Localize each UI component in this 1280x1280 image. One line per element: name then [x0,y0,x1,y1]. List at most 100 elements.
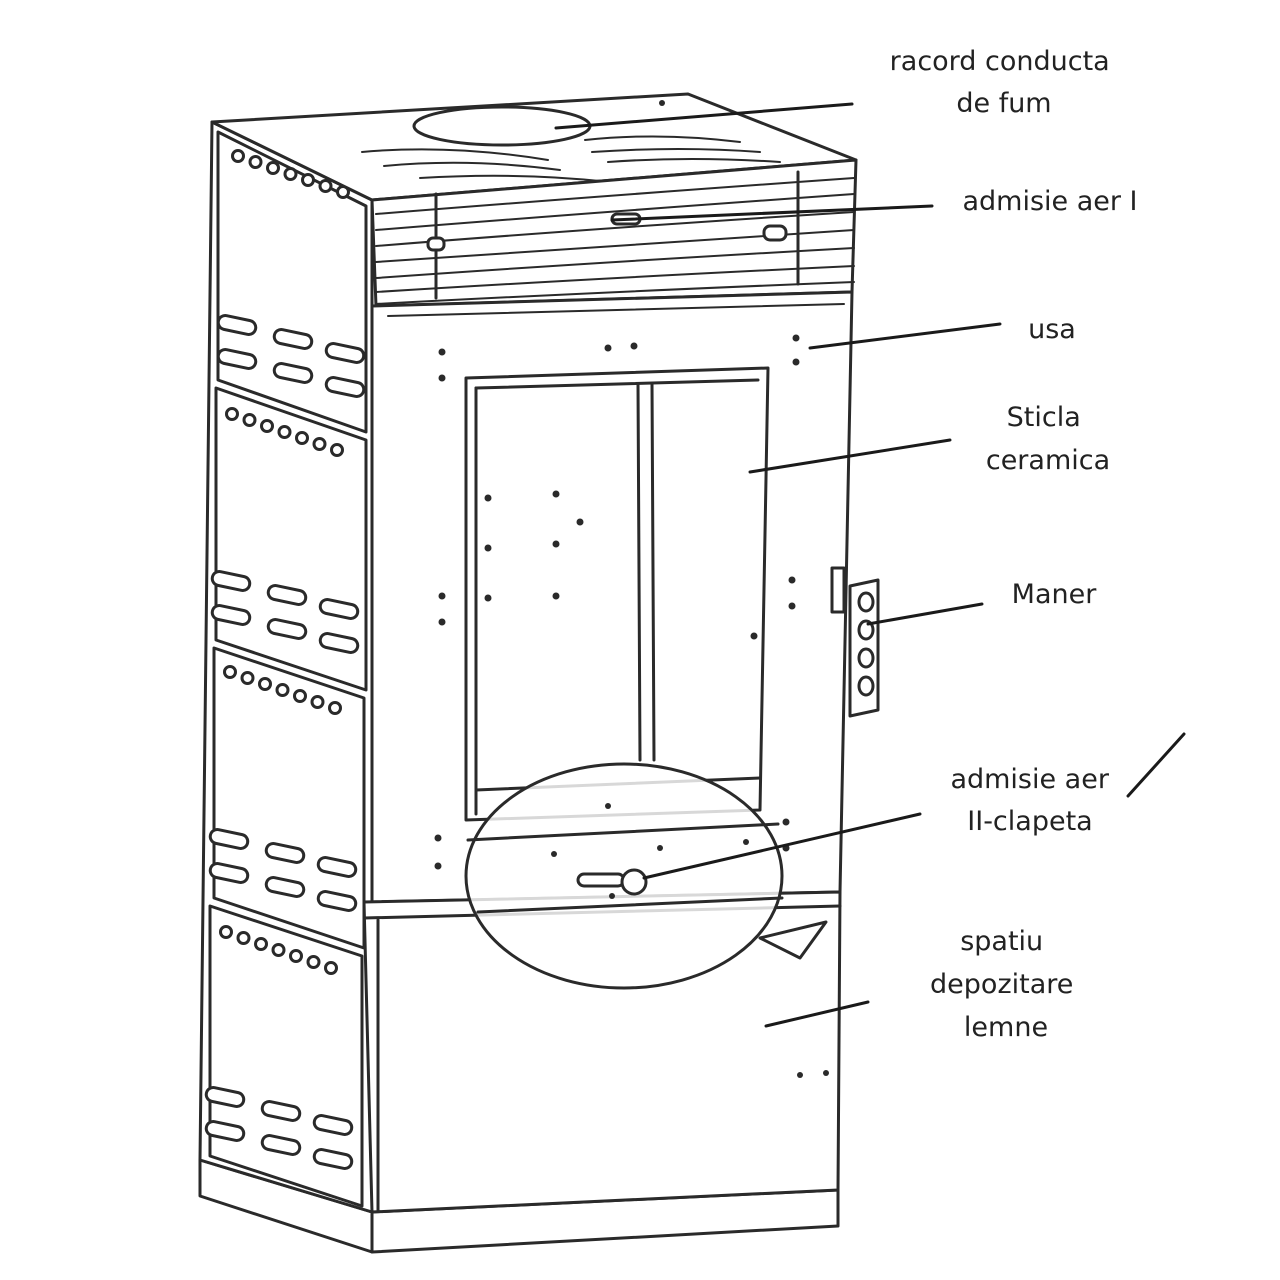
side-vent-hole [310,695,325,709]
side-vent-slot [260,1134,302,1156]
label-flue-line2: de fum [956,88,1051,119]
door-rivet [750,632,758,640]
side-panel-vents [204,149,366,1170]
door-rivet [434,834,442,842]
side-vent-slot [260,1100,302,1122]
side-vent-slot [318,632,360,654]
leader-handle [866,602,984,626]
side-vent-hole [277,425,292,439]
side-vent-slot [316,856,358,878]
door-rivet [438,592,446,600]
leader-storage [764,1000,870,1028]
side-vent-hole [271,943,286,957]
side-vent-hole [295,431,309,445]
label-flue: racord conducta de fum [890,46,1119,119]
side-vent-hole [328,701,342,715]
side-vent-hole [293,689,307,703]
label-glass-line2: ceramica [986,445,1110,476]
door-rivet [576,518,584,526]
side-vent-hole [258,677,272,691]
door-rivet [630,342,638,350]
side-vent-hole [283,167,298,181]
side-vent-slot [272,362,314,384]
side-vent-slot [264,876,306,898]
label-air-intake-2: admisie aer II-clapeta [950,764,1117,837]
side-vent-slot [208,862,250,884]
door-rivet [604,344,612,352]
side-vent-slot [312,1114,354,1136]
side-vent-slot [208,828,250,850]
label-door-line1: usa [1028,314,1076,345]
leader-flue [554,102,854,130]
door-rivet [484,494,492,502]
side-vent-hole [254,937,268,951]
door-rivet [792,334,800,342]
side-vent-hole [301,173,315,187]
side-vent-hole [266,161,280,175]
label-air-intake-2-line1: admisie aer [950,764,1109,795]
leader-lines [554,102,1186,1028]
door-handle[interactable] [830,566,880,718]
side-vent-slot [324,342,366,364]
door-rivet [434,862,442,870]
side-vent-slot [210,570,252,592]
side-vent-hole [242,413,257,427]
air-intake-flap-detail[interactable] [464,762,784,990]
side-vent-hole [306,955,321,969]
side-vent-hole [312,437,327,451]
label-air-intake-1-line1: admisie aer I [962,186,1137,217]
side-vent-slot [318,598,360,620]
side-vent-hole [225,407,239,421]
label-door: usa [1028,314,1076,345]
leader-door [808,322,1002,350]
door-rivet [552,540,560,548]
door-rivet [792,358,800,366]
side-vent-slot [204,1120,246,1142]
side-vent-hole [260,419,274,433]
door-rivet [484,544,492,552]
side-vent-hole [231,149,245,163]
side-vent-slot [312,1148,354,1170]
door-rivet [552,490,560,498]
side-vent-hole [240,671,255,685]
side-vent-hole [289,949,303,963]
door-rivets [434,334,800,870]
side-vent-hole [275,683,290,697]
side-vent-hole [236,931,251,945]
side-vent-hole [330,443,344,457]
side-vent-slot [266,618,308,640]
label-handle-line1: Maner [1012,579,1098,610]
label-flue-line1: racord conducta [890,46,1110,77]
side-vent-hole [223,665,237,679]
door-rivet [788,602,796,610]
door-rivet [552,592,560,600]
door-rivet [438,618,446,626]
side-vent-slot [216,314,258,336]
side-vent-slot [216,348,258,370]
label-storage-line2: depozitare [930,969,1073,1000]
leader-air-intake-2 [642,812,922,880]
label-storage: spatiu depozitare lemne [930,926,1082,1043]
side-vent-slot [264,842,306,864]
side-vent-slot [324,376,366,398]
label-glass: Sticla ceramica [986,402,1110,476]
side-vent-slot [204,1086,246,1108]
door-rivet [438,348,446,356]
label-handle: Maner [1012,579,1098,610]
label-storage-line1: spatiu [960,926,1043,957]
label-glass-line1: Sticla [1007,402,1081,433]
door-rivet [484,594,492,602]
door-rivet [788,576,796,584]
stove-door [370,290,854,904]
side-vent-slot [266,584,308,606]
side-vent-hole [219,925,233,939]
leader-air-intake-1 [610,204,934,222]
label-storage-line3: lemne [964,1012,1048,1043]
door-rivet [782,818,790,826]
door-rivet [438,374,446,382]
side-vent-slot [316,890,358,912]
side-vent-hole [248,155,263,169]
side-vent-hole [318,179,333,193]
leader-glass [748,438,952,474]
